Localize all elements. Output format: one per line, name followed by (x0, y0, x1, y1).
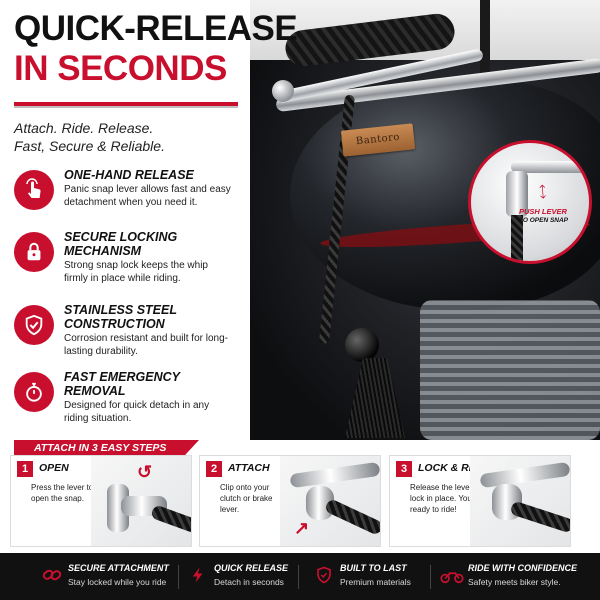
lever-bar (289, 461, 380, 489)
whip-braid (509, 500, 570, 534)
whip-ball (345, 328, 379, 362)
tagline-line2: Fast, Secure & Reliable. (14, 138, 165, 154)
zoom-label-line1: PUSH LEVER (519, 207, 567, 216)
separator (430, 565, 431, 589)
lightning-icon (186, 563, 210, 587)
feature-title: ONE-HAND RELEASE (64, 168, 194, 182)
step-number: 2 (206, 461, 222, 477)
motorcycle-icon (440, 563, 464, 587)
push-arrow-icon: ⤡ (533, 181, 553, 201)
shield-icon (312, 563, 336, 587)
whip-braid (323, 497, 380, 537)
step-title: ATTACH (228, 462, 270, 474)
whip-braid (150, 504, 191, 534)
feature-title: STAINLESS STEEL CONSTRUCTION (64, 303, 177, 331)
step-1-illustration: ↺ (91, 456, 191, 546)
zoom-label: PUSH LEVER TO OPEN SNAP (519, 207, 589, 225)
padlock-icon (14, 232, 54, 272)
engine (420, 300, 600, 440)
feature-description: Designed for quick detach in any riding … (64, 400, 210, 424)
step-3-illustration (470, 456, 570, 546)
zoom-snap-clip (506, 171, 528, 217)
feature-description: Strong snap lock keeps the whip firmly i… (64, 260, 208, 284)
mirror-stem (480, 0, 490, 80)
headline-underline (14, 102, 238, 106)
zoom-lever (511, 161, 589, 173)
lever-ball-end (272, 80, 294, 102)
benefit-description: Premium materials (340, 577, 411, 587)
step-number: 3 (396, 461, 412, 477)
benefit-description: Detach in seconds (214, 577, 284, 587)
feature-one-hand-release: ONE-HAND RELEASE Panic snap lever allows… (14, 168, 244, 224)
step-1-open: 1 OPEN Press the lever to open the snap.… (10, 455, 192, 547)
zoom-label-line2: TO OPEN SNAP (519, 217, 569, 224)
lever-bar (479, 461, 570, 489)
feature-secure-locking: SECURE LOCKING MECHANISM Strong snap loc… (14, 230, 244, 294)
separator (298, 565, 299, 589)
step-description: Press the lever to open the snap. (31, 483, 94, 503)
step-description: Clip onto your clutch or brake lever. (220, 483, 273, 514)
benefit-title: QUICK RELEASE (214, 563, 289, 573)
step-title: OPEN (39, 462, 69, 474)
tap-hand-icon (14, 170, 54, 210)
headline-underline-shadow (14, 106, 238, 108)
separator (178, 565, 179, 589)
feature-title: SECURE LOCKING MECHANISM (64, 230, 178, 258)
feature-description: Corrosion resistant and built for long-l… (64, 333, 228, 357)
step-description: Release the lever to lock in place. You'… (410, 483, 482, 514)
zoom-callout: ⤡ PUSH LEVER TO OPEN SNAP (468, 140, 592, 264)
headline-line2: IN SECONDS (14, 49, 227, 88)
shield-check-icon (14, 305, 54, 345)
step-number: 1 (17, 461, 33, 477)
step-2-attach: 2 ATTACH Clip onto your clutch or brake … (199, 455, 381, 547)
tagline-line1: Attach. Ride. Release. (14, 120, 154, 136)
whip-tassels (345, 358, 405, 438)
benefit-title: SECURE ATTACHMENT (68, 563, 169, 573)
step-2-illustration: ↗ (280, 456, 380, 546)
feature-title: FAST EMERGENCY REMOVAL (64, 370, 180, 398)
feature-fast-removal: FAST EMERGENCY REMOVAL Designed for quic… (14, 370, 244, 430)
step-title: LOCK & RIDE (418, 462, 487, 474)
benefit-title: RIDE WITH CONFIDENCE (468, 563, 577, 573)
feature-description: Panic snap lever allows fast and easy de… (64, 184, 231, 208)
benefit-description: Stay locked while you ride (68, 577, 167, 587)
chain-link-icon (40, 563, 64, 587)
attach-arrow-icon: ↗ (294, 518, 310, 538)
snap-clip (107, 484, 129, 532)
steps-header: ATTACH IN 3 EASY STEPS (14, 440, 199, 456)
step-3-lock-ride: 3 LOCK & RIDE Release the lever to lock … (389, 455, 571, 547)
open-arrow-icon: ↺ (137, 462, 153, 482)
zoom-whip (511, 215, 523, 261)
stopwatch-icon (14, 372, 54, 412)
feature-stainless-steel: STAINLESS STEEL CONSTRUCTION Corrosion r… (14, 303, 244, 359)
benefit-description: Safety meets biker style. (468, 577, 561, 587)
benefit-title: BUILT TO LAST (340, 563, 407, 573)
benefits-bar: SECURE ATTACHMENT Stay locked while you … (0, 553, 600, 600)
headline-line1: QUICK-RELEASE (14, 9, 298, 48)
